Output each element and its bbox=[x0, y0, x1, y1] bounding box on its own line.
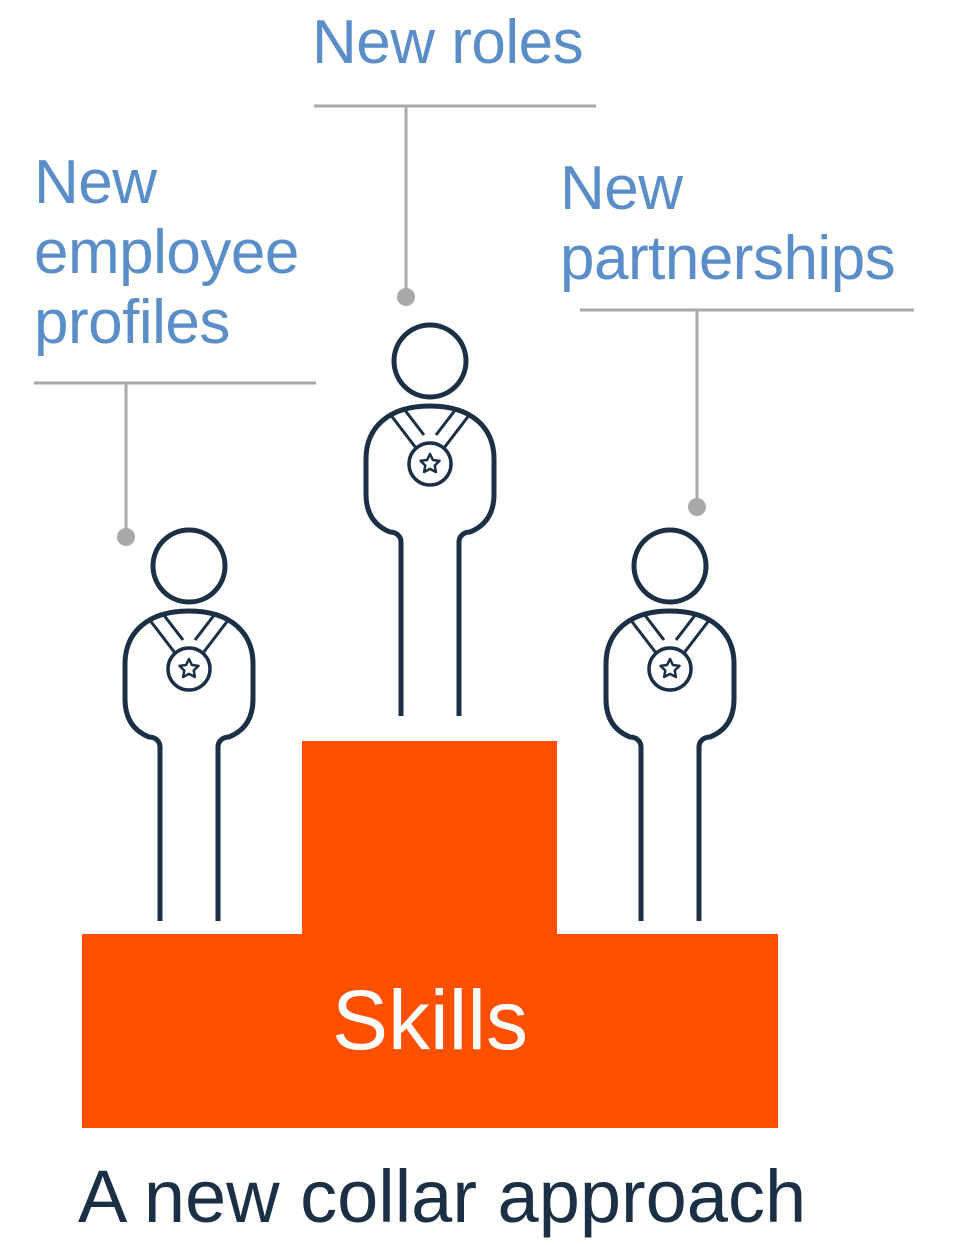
caption: A new collar approach bbox=[78, 1155, 807, 1238]
leader-line-left bbox=[34, 381, 316, 546]
person-icon-right bbox=[606, 530, 734, 921]
label-new-roles: New roles bbox=[312, 8, 584, 78]
label-line: employee bbox=[34, 218, 299, 287]
label-line: profiles bbox=[34, 288, 230, 357]
leader-line-center bbox=[314, 104, 596, 306]
person-icon-left bbox=[125, 530, 253, 921]
label-new-employee-profiles: New employee profiles bbox=[34, 148, 299, 358]
person-icon-center bbox=[366, 325, 494, 716]
leader-line-right bbox=[580, 308, 914, 516]
label-new-partnerships: New partnerships bbox=[560, 154, 896, 294]
label-line: New roles bbox=[312, 8, 584, 77]
label-line: New bbox=[34, 148, 157, 217]
podium-label: Skills bbox=[331, 973, 528, 1067]
label-line: New bbox=[560, 154, 683, 223]
label-line: partnerships bbox=[560, 224, 896, 293]
podium bbox=[82, 741, 778, 1128]
